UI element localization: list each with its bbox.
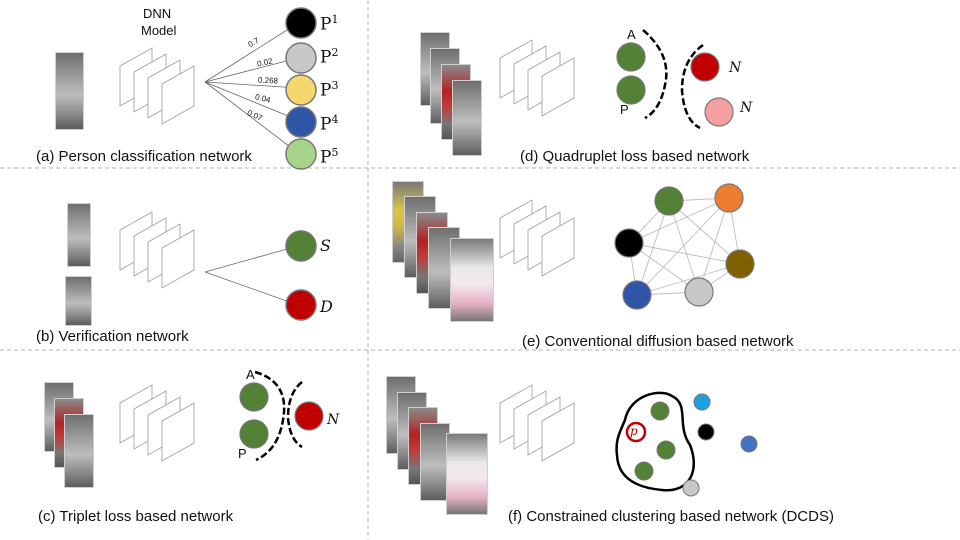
outside-node-gray	[682, 479, 700, 497]
class-node-3	[285, 74, 317, 106]
negative-label-c: N	[327, 412, 340, 428]
person-image-f5	[446, 433, 488, 515]
probe-node	[625, 421, 647, 443]
diffusion-nodes	[614, 183, 755, 310]
dnn-model-b	[119, 211, 195, 289]
person-image-f4	[420, 423, 450, 501]
class-node-1	[285, 7, 317, 39]
caption-d: (d) Quadruplet loss based network	[520, 148, 750, 165]
classification-lines	[204, 22, 299, 154]
quad-bracket-right	[680, 43, 704, 130]
dnn-model-c	[119, 384, 195, 462]
class-label-4: P4	[320, 113, 339, 135]
anchor-node-d	[616, 42, 646, 72]
cluster-node-3	[634, 461, 654, 481]
class-label-5: P5	[320, 146, 339, 168]
same-label: S	[320, 236, 331, 255]
class-label-3: P3	[320, 79, 339, 101]
person-image-d4	[452, 80, 482, 156]
person-image-c3	[64, 414, 94, 488]
negative2-label-d: N	[740, 100, 753, 116]
dnn-model-a	[119, 47, 195, 125]
caption-c: (c) Triplet loss based network	[38, 508, 234, 525]
diffusion-node-4	[725, 249, 755, 279]
class-label-2: P2	[320, 46, 339, 68]
outside-node-black	[697, 423, 715, 441]
outside-node-navy	[740, 435, 758, 453]
class-node-4	[285, 106, 317, 138]
caption-b: (b) Verification network	[36, 328, 189, 345]
negative1-label-d: N	[729, 60, 742, 76]
positive-node	[239, 419, 269, 449]
negative2-node	[704, 97, 734, 127]
diffusion-node-5	[622, 280, 652, 310]
caption-f: (f) Constrained clustering based network…	[508, 508, 834, 525]
diffusion-node-6	[684, 277, 714, 307]
same-node	[285, 230, 317, 262]
person-image-e5	[450, 238, 494, 322]
caption-e: (e) Conventional diffusion based network	[522, 333, 794, 350]
dnn-model-e	[499, 199, 575, 277]
verification-lines	[204, 245, 299, 306]
anchor-node	[239, 382, 269, 412]
diffusion-edges	[628, 197, 741, 296]
outside-node-blue	[693, 393, 711, 411]
negative1-node	[690, 52, 720, 82]
dnn-label-line1: DNN	[143, 6, 172, 21]
positive-label-c: P	[238, 446, 247, 461]
diffusion-node-3	[614, 228, 644, 258]
anchor-label-d: A	[627, 27, 636, 42]
class-node-5	[285, 138, 317, 170]
positive-label-d: P	[620, 102, 629, 117]
class-label-1: P1	[320, 13, 339, 35]
triplet-bracket-right	[286, 381, 303, 449]
cluster-nodes	[625, 393, 758, 497]
class-node-2	[285, 42, 317, 74]
prob-3: 0.268	[257, 75, 279, 86]
person-image-b2	[65, 276, 92, 326]
caption-a: (a) Person classification network	[36, 148, 252, 165]
class-nodes	[285, 7, 317, 170]
negative-node	[294, 401, 324, 431]
cluster-node-2	[656, 440, 676, 460]
positive-node-d	[616, 75, 646, 105]
anchor-label-c: A	[246, 367, 255, 382]
cluster-node-1	[650, 401, 670, 421]
dnn-model-f	[499, 384, 575, 462]
diffusion-node-2	[714, 183, 744, 213]
different-label: D	[320, 297, 333, 316]
cluster-boundary	[615, 391, 695, 492]
dnn-label-line2: Model	[141, 23, 177, 38]
dnn-model-d	[499, 39, 575, 117]
diffusion-node-1	[654, 186, 684, 216]
person-image-b1	[67, 203, 91, 267]
quad-bracket-left	[642, 29, 668, 120]
triplet-bracket-left	[254, 370, 286, 462]
probe-label: p	[630, 424, 638, 438]
person-image-a	[55, 52, 84, 130]
different-node	[285, 289, 317, 321]
